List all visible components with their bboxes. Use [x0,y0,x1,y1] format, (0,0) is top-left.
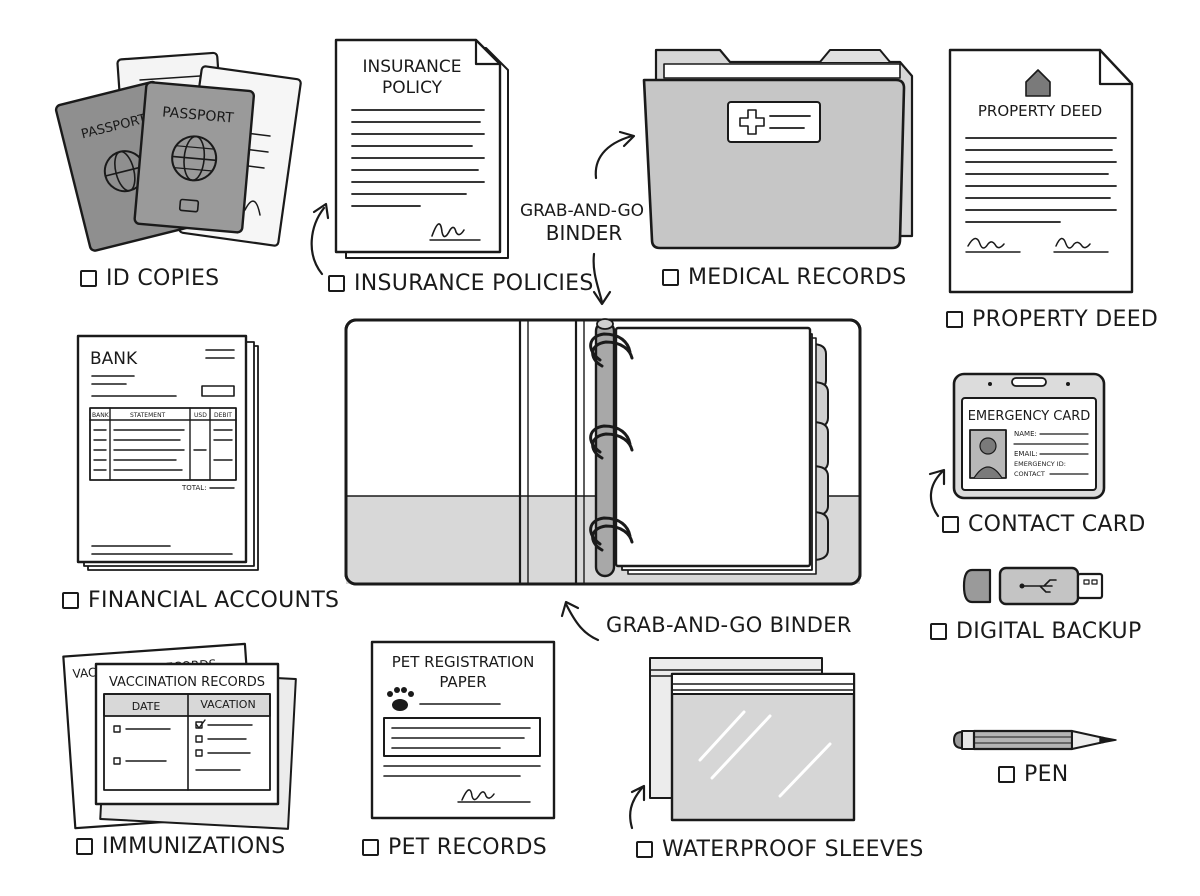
item-label: PEN [1024,762,1069,787]
binder-icon [344,318,862,586]
svg-text:PASSPORT: PASSPORT [162,104,235,126]
item-label: PET RECORDS [388,835,547,860]
item-label: PROPERTY DEED [972,307,1159,332]
checklist-item-insurance-policies[interactable]: INSURANCE POLICIES [328,271,594,296]
item-label: ID COPIES [106,266,220,291]
checkbox-icon[interactable] [942,516,959,533]
checklist-item-financial-accounts[interactable]: FINANCIAL ACCOUNTS [62,588,339,613]
svg-text:TOTAL:: TOTAL: [181,484,207,492]
checklist-item-pen[interactable]: PEN [998,762,1069,787]
item-label: IMMUNIZATIONS [102,834,286,859]
svg-text:BANK: BANK [90,349,138,369]
svg-text:DEBIT: DEBIT [214,412,232,419]
svg-text:PAPER: PAPER [439,673,486,691]
svg-text:INSURANCE: INSURANCE [362,57,461,77]
svg-text:EMAIL:: EMAIL: [1014,450,1038,458]
svg-text:BANK: BANK [92,412,110,419]
svg-text:VACCINATION RECORDS: VACCINATION RECORDS [109,675,265,690]
checkbox-icon[interactable] [62,592,79,609]
property-deed-icon: PROPERTY DEED [948,48,1134,294]
paw-icon [387,687,414,711]
svg-text:GRAB-AND-GO: GRAB-AND-GO [520,201,644,221]
checkbox-icon[interactable] [946,311,963,328]
arrows [310,130,946,830]
svg-text:USD: USD [194,412,207,419]
checkbox-icon[interactable] [930,623,947,640]
checkbox-icon[interactable] [328,275,345,292]
checklist-item-property-deed[interactable]: PROPERTY DEED [946,307,1158,332]
checklist-item-id-copies[interactable]: ID COPIES [80,266,219,291]
waterproof-sleeves-icon [649,657,856,822]
checklist-item-contact-card[interactable]: CONTACT CARD [942,512,1146,537]
svg-text:CONTACT: CONTACT [1014,470,1045,478]
svg-text:PROPERTY DEED: PROPERTY DEED [978,102,1102,120]
binder-bottom-label: GRAB-AND-GO BINDER [606,613,852,637]
medical-folder-icon [642,48,914,250]
svg-text:BINDER: BINDER [546,221,623,245]
pet-registration-icon: PET REGISTRATION PAPER [370,640,556,820]
checkbox-icon[interactable] [662,269,679,286]
svg-text:PET REGISTRATION: PET REGISTRATION [392,653,535,671]
checklist-item-immunizations[interactable]: IMMUNIZATIONS [76,834,285,859]
svg-text:DATE: DATE [132,700,161,713]
checklist-item-pet-records[interactable]: PET RECORDS [362,835,547,860]
item-label: MEDICAL RECORDS [688,265,907,290]
usb-drive-icon [962,566,1104,606]
svg-text:POLICY: POLICY [382,78,443,98]
checkbox-icon[interactable] [636,841,653,858]
item-label: INSURANCE POLICIES [354,271,594,296]
checkbox-icon[interactable] [76,838,93,855]
item-label: DIGITAL BACKUP [956,619,1142,644]
emergency-card-icon: EMERGENCY CARD NAME: EMAIL: EMERGENCY ID… [952,372,1106,500]
checkbox-icon[interactable] [998,766,1015,783]
svg-text:EMERGENCY CARD: EMERGENCY CARD [968,409,1091,424]
binder-label-text: GRAB-AND-GO BINDER [606,613,852,637]
svg-text:EMERGENCY ID:: EMERGENCY ID: [1014,460,1066,468]
passport-stack-icon: PASSPORT PASSPORT [54,51,302,252]
svg-text:VACATION: VACATION [200,698,255,711]
checkbox-icon[interactable] [80,270,97,287]
checklist-item-medical-records[interactable]: MEDICAL RECORDS [662,265,907,290]
checkbox-icon[interactable] [362,839,379,856]
svg-text:NAME:: NAME: [1014,430,1037,438]
bank-statement-icon: BANK BANK STATEMENT USD DEBIT TOTAL: [76,334,259,571]
pen-icon [953,729,1117,751]
item-label: FINANCIAL ACCOUNTS [88,588,340,613]
vaccination-records-icon: VACCINATION RECORDS VACCINATION RECORDS … [62,642,297,830]
binder-top-label: GRAB-AND-GO BINDER [520,201,644,245]
checklist-item-waterproof-sleeves[interactable]: WATERPROOF SLEEVES [636,837,924,862]
insurance-policy-icon: INSURANCE POLICY [334,38,509,259]
item-label: CONTACT CARD [968,512,1146,537]
item-label: WATERPROOF SLEEVES [662,837,924,862]
checklist-item-digital-backup[interactable]: DIGITAL BACKUP [930,619,1142,644]
svg-text:STATEMENT: STATEMENT [130,412,166,419]
